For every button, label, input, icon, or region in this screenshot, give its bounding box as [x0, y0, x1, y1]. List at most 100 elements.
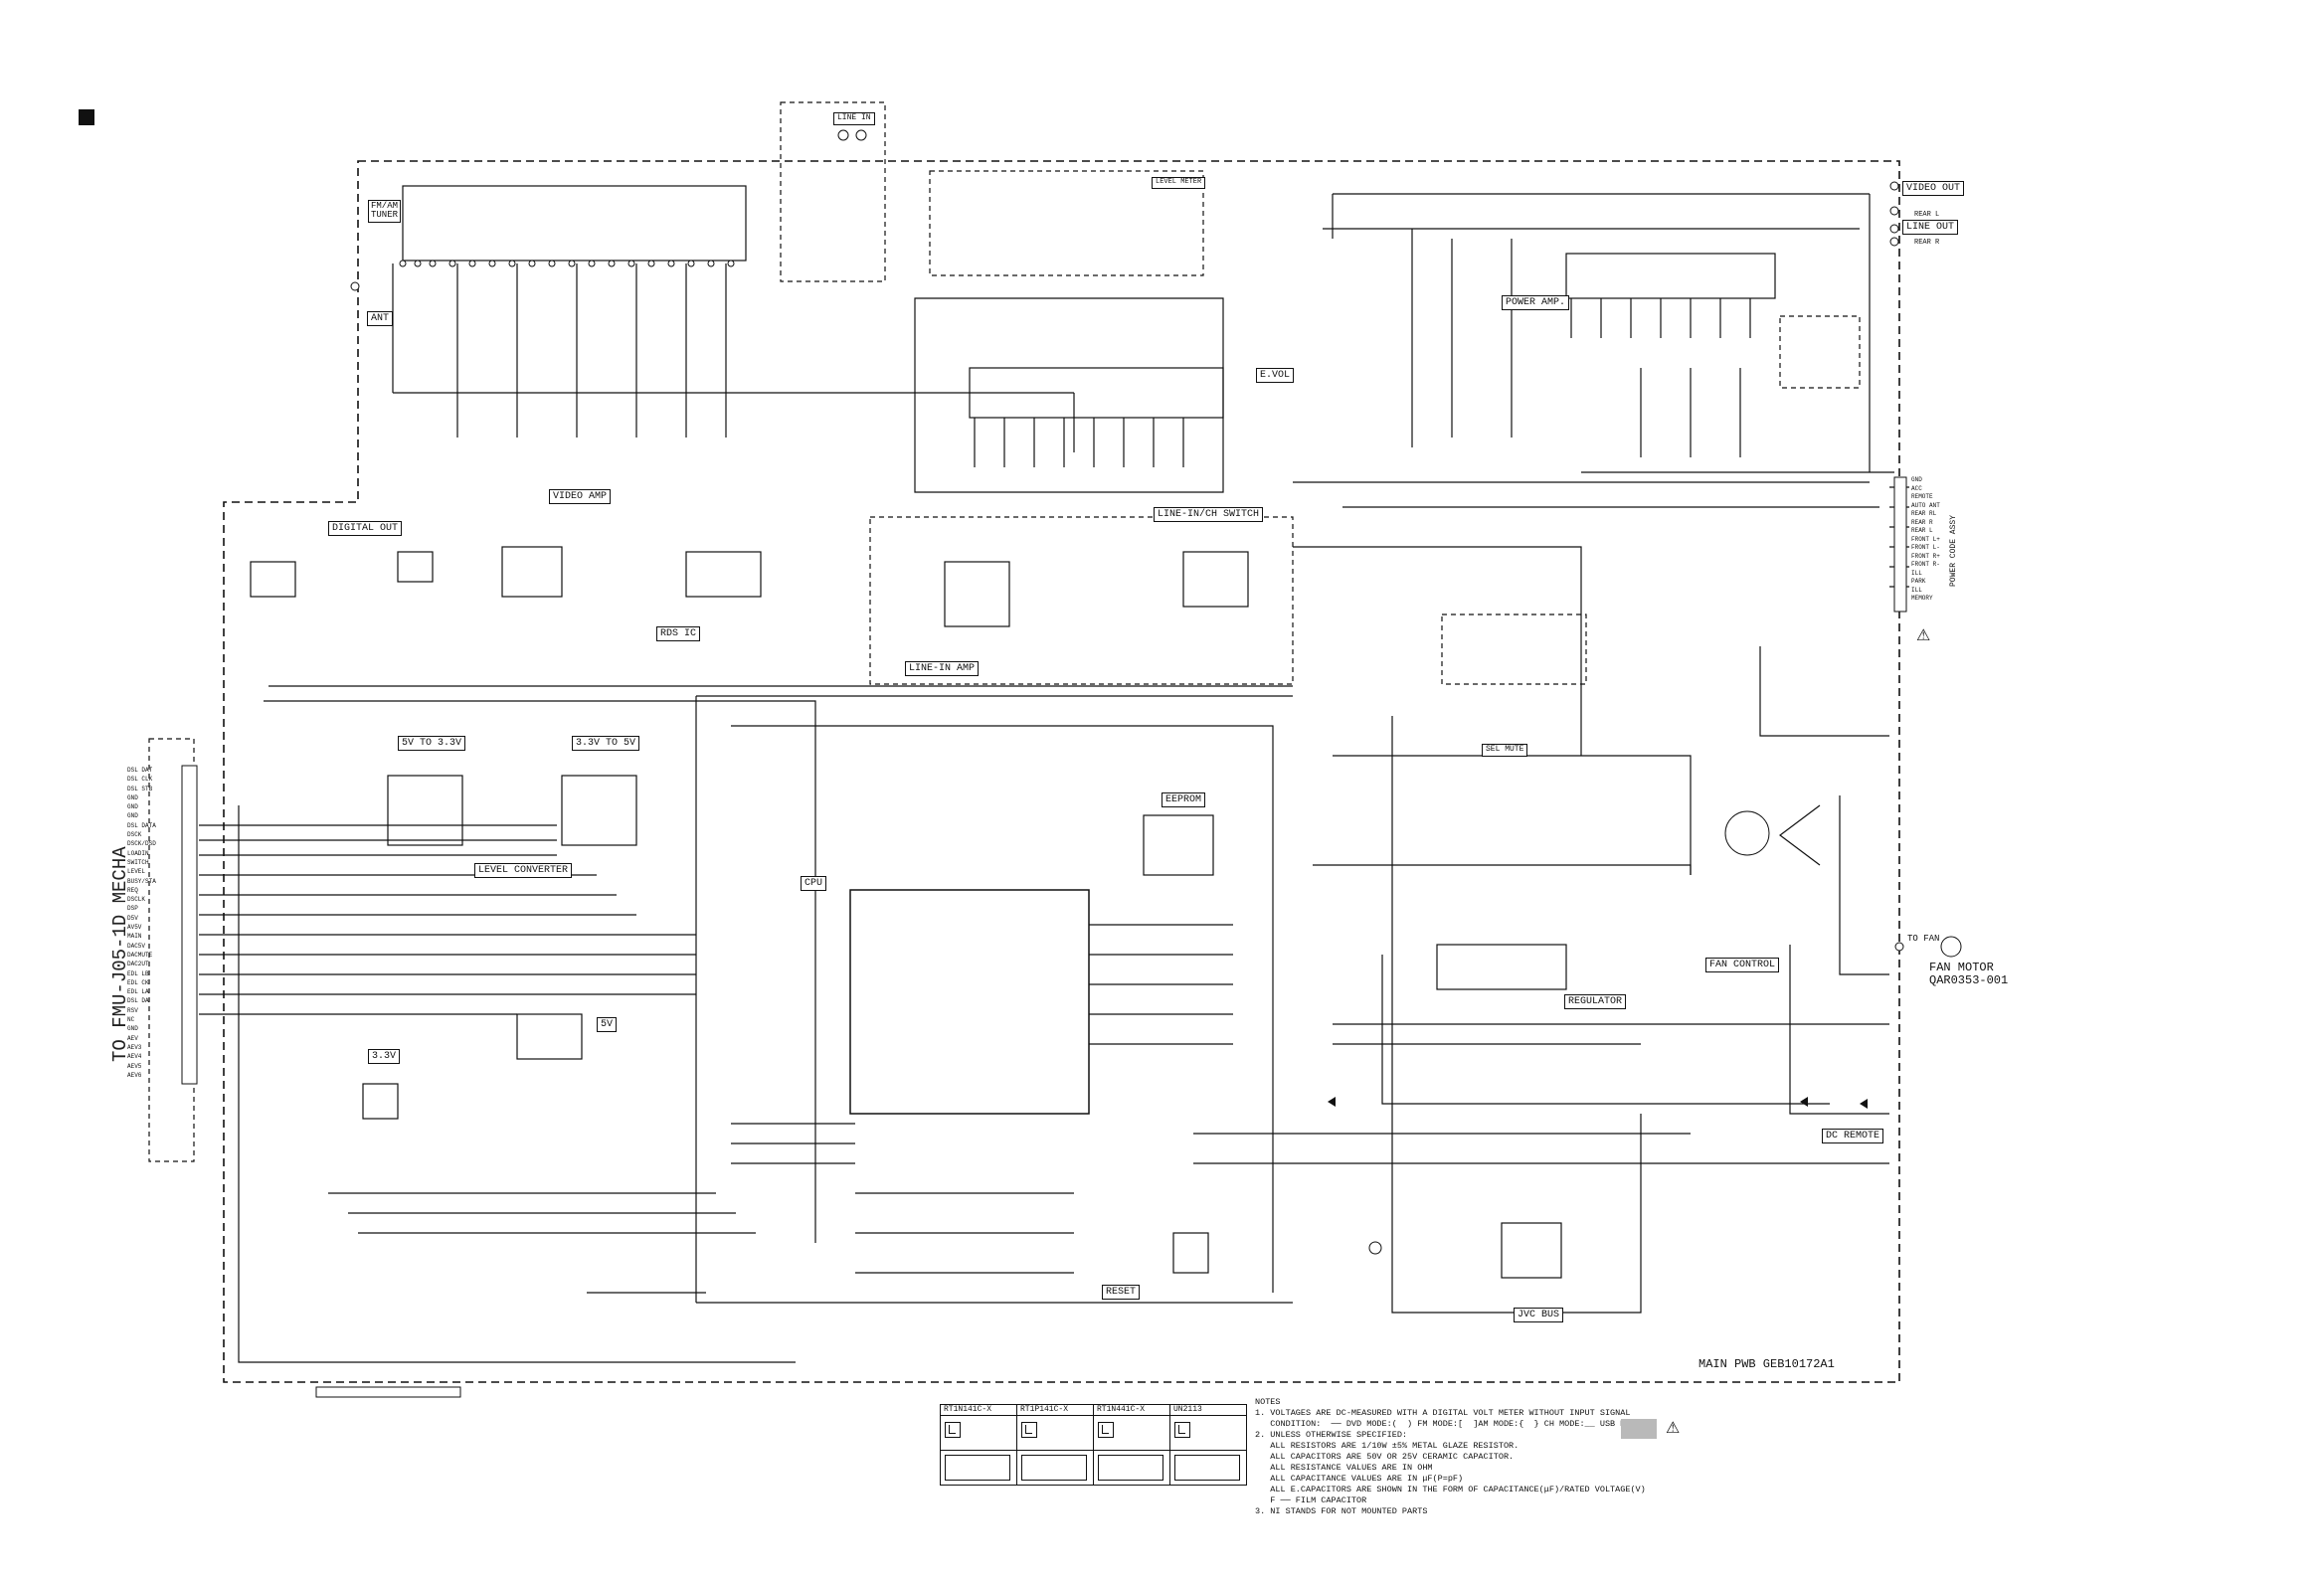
- pin-label: MAIN: [127, 933, 142, 941]
- pin-label: REQ: [127, 886, 138, 894]
- level-converter-label: LEVEL CONVERTER: [474, 863, 573, 878]
- cpu-label: CPU: [801, 876, 827, 891]
- 3v3-to-5v-label: 3.3V TO 5V: [572, 736, 640, 751]
- note-line: F ── FILM CAPACITOR: [1255, 1495, 1367, 1505]
- pin-label: DSL DATA: [127, 821, 156, 829]
- digital-out-label: DIGITAL OUT: [328, 521, 403, 536]
- pin-label: ILL: [1911, 569, 1922, 577]
- line-out-label: LINE OUT: [1902, 220, 1959, 235]
- note-line: 3. NI STANDS FOR NOT MOUNTED PARTS: [1255, 1506, 1428, 1516]
- pin-label: FRONT R-: [1911, 561, 1940, 568]
- internal-circuit-icon: [1174, 1455, 1240, 1481]
- level-meter-label: LEVEL METER: [1152, 177, 1206, 189]
- 5v-to-3v3-label: 5V TO 3.3V: [398, 736, 466, 751]
- legend-symbol: [1093, 1415, 1170, 1451]
- e-vol-label: E.VOL: [1256, 368, 1295, 383]
- pin-label: DSCK: [127, 831, 142, 839]
- pin-label: LEVEL: [127, 868, 146, 876]
- pin-label: DSP: [127, 905, 138, 913]
- fan-control-label: FAN CONTROL: [1705, 958, 1780, 972]
- note-line: ALL CAPACITORS ARE 50V OR 25V CERAMIC CA…: [1255, 1452, 1515, 1462]
- notes-block: NOTES 1. VOLTAGES ARE DC-MEASURED WITH A…: [1255, 1397, 1646, 1517]
- pin-label: GND: [127, 812, 138, 820]
- pin-label: FRONT L+: [1911, 535, 1940, 543]
- warning-icon: ⚠: [1916, 627, 1931, 644]
- level-meter-box: [929, 170, 1204, 276]
- pin-label: D5V: [127, 914, 138, 922]
- pin-label: SWITCH: [127, 858, 149, 866]
- video-amp-label: VIDEO AMP: [549, 489, 612, 504]
- note-line: ALL RESISTORS ARE 1/10W ±5% METAL GLAZE …: [1255, 1441, 1520, 1451]
- jvc-bus-label: JVC BUS: [1514, 1308, 1564, 1322]
- pin-label: ILL: [1911, 586, 1922, 594]
- internal-circuit-icon: [945, 1455, 1010, 1481]
- legend-part: RT1N141C-X: [940, 1404, 1017, 1416]
- video-out-label: VIDEO OUT: [1902, 181, 1965, 196]
- note-line: CONDITION: ── DVD MODE:( ) FM MODE:[ ]AM…: [1255, 1419, 1641, 1429]
- fan-motor-name: FAN MOTOR: [1929, 961, 1994, 974]
- note-line: ALL E.CAPACITORS ARE SHOWN IN THE FORM O…: [1255, 1485, 1646, 1494]
- pin-label: REAR RL: [1911, 510, 1937, 517]
- power-code-assy-label: POWER CODE ASSY: [1949, 514, 1958, 587]
- note-line: 2. UNLESS OTHERWISE SPECIFIED:: [1255, 1430, 1408, 1440]
- rear-r-label: REAR R: [1914, 239, 1940, 247]
- pin-label: REAR R: [1911, 518, 1933, 526]
- pin-label: DAC5V: [127, 942, 146, 950]
- pin-label: LOADIN: [127, 849, 149, 857]
- left-pin-labels: DSL DAT DSL CLK DSL STB GND GND GND DSL …: [127, 767, 156, 1082]
- protect-box: [1441, 614, 1587, 685]
- legend-symbol: [940, 1415, 1017, 1451]
- rear-l-label: REAR L: [1914, 211, 1940, 219]
- pin-label: MEMORY: [1911, 595, 1933, 602]
- pwb-label: MAIN PWB GEB10172A1: [1698, 1357, 1835, 1371]
- pin-label: PARK: [1911, 578, 1926, 585]
- pin-label: REMOTE: [1911, 493, 1933, 500]
- right-pin-labels: GND ACC REMOTE AUTO ANT REAR RL REAR R R…: [1911, 477, 1940, 605]
- pin-label: DSCK/DSD: [127, 840, 156, 848]
- pin-label: BUSY/STA: [127, 877, 156, 885]
- pin-label: AEV: [127, 1034, 138, 1042]
- 3v3-label: 3.3V: [368, 1049, 401, 1064]
- eeprom-label: EEPROM: [1162, 792, 1206, 807]
- pin-label: EDL LB: [127, 969, 149, 977]
- left-connector-box: [148, 738, 195, 1162]
- pin-label: GND: [127, 803, 138, 811]
- pin-label: FRONT R+: [1911, 552, 1940, 560]
- legend-symbol: [1169, 1415, 1247, 1451]
- legend-internal: [1093, 1450, 1170, 1486]
- legend-internal: [1016, 1450, 1094, 1486]
- legend-symbol: [1016, 1415, 1094, 1451]
- safety-grey-swatch: [1621, 1419, 1657, 1439]
- pin-label: REAR L: [1911, 527, 1933, 534]
- pin-label: GND: [1911, 476, 1922, 483]
- note-line: ALL CAPACITANCE VALUES ARE IN μF(P=pF): [1255, 1474, 1464, 1484]
- warning-icon: ⚠: [1666, 1420, 1681, 1437]
- pin-label: EDL CK: [127, 978, 149, 986]
- 5v-label: 5V: [597, 1017, 618, 1032]
- legend-internal: [1169, 1450, 1247, 1486]
- pin-label: DSL DAT: [127, 767, 153, 774]
- note-line: 1. VOLTAGES ARE DC-MEASURED WITH A DIGIT…: [1255, 1408, 1631, 1418]
- pwb-boundary: [223, 160, 1900, 1383]
- dc-remote-label: DC REMOTE: [1822, 1129, 1884, 1143]
- fan-motor-label: FAN MOTOR QAR0353-001: [1929, 962, 2008, 987]
- transistor-icon: [1098, 1422, 1114, 1438]
- line-in-ch-switch-label: LINE-IN/CH SWITCH: [1154, 507, 1264, 522]
- sel-mute-label: SEL MUTE: [1482, 744, 1528, 757]
- internal-circuit-icon: [1098, 1455, 1163, 1481]
- rds-ic-label: RDS IC: [656, 626, 701, 641]
- line-in-label: LINE IN: [833, 112, 875, 125]
- pin-label: AEV3: [127, 1043, 142, 1051]
- pin-label: NC: [127, 1016, 135, 1024]
- pin-label: AEV4: [127, 1053, 142, 1061]
- pin-label: GND: [127, 793, 138, 801]
- legend-part: UN2113: [1169, 1404, 1247, 1416]
- pin-label: GND: [127, 1025, 138, 1033]
- transistor-legend: RT1N141C-X RT1P141C-X RT1N441C-X UN2113: [940, 1404, 1247, 1486]
- transistor-icon: [1021, 1422, 1037, 1438]
- power-amp-label: POWER AMP.: [1502, 295, 1570, 310]
- power-code-box: [1779, 315, 1861, 389]
- to-fan-label: TO FAN: [1907, 934, 1940, 944]
